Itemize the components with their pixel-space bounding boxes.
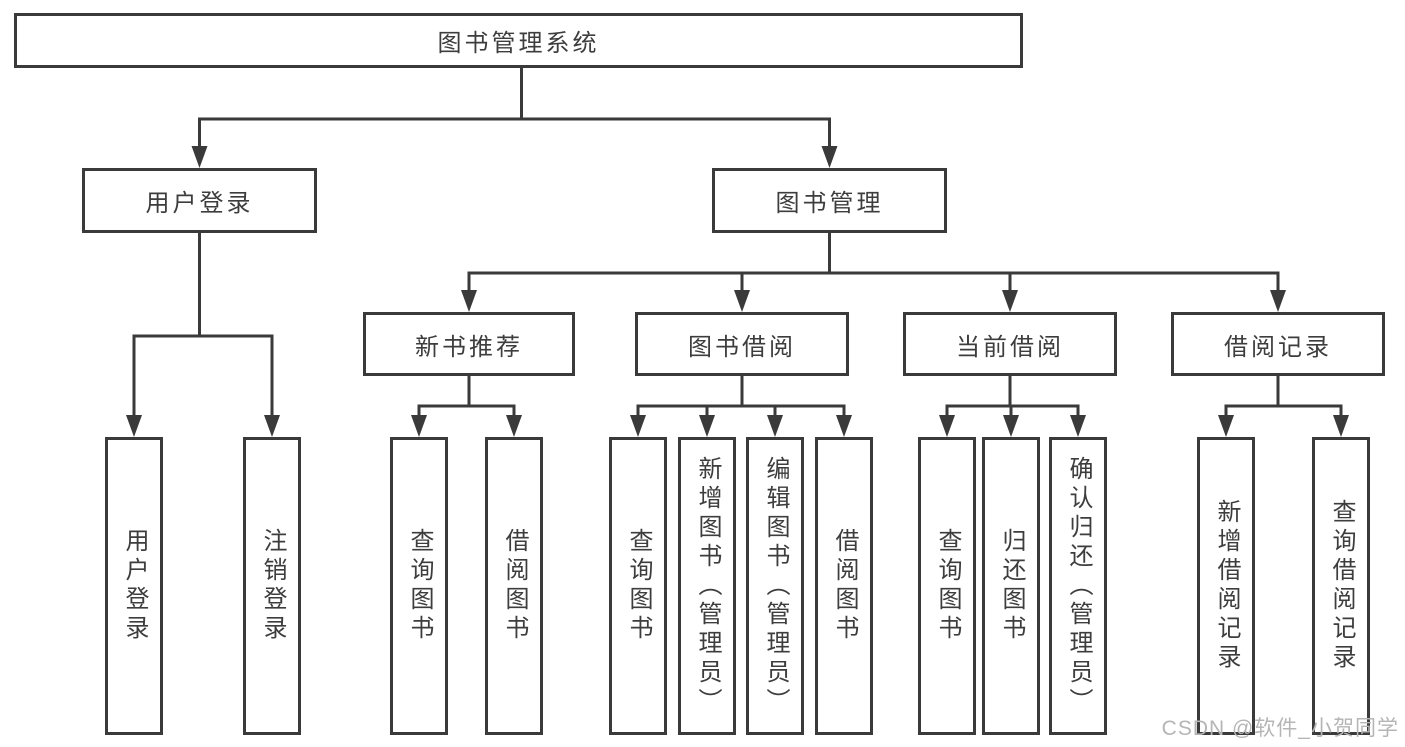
node-current-borrow-label: 当前借阅 (956, 333, 1064, 361)
arrow-down-icon (126, 415, 142, 437)
leaf-recommend-query-book-label: 查询图书 (406, 528, 433, 644)
arrow-down-icon (630, 415, 646, 437)
arrow-down-icon (836, 415, 852, 437)
arrow-down-icon (191, 146, 208, 168)
leaf-records-query-record: 查询借阅记录 (1312, 437, 1370, 735)
leaf-current-confirm-return-admin-label: 确认归还（管理员） (1065, 455, 1092, 717)
node-current-borrow: 当前借阅 (903, 312, 1117, 376)
leaf-borrow-query-book: 查询图书 (609, 437, 667, 735)
arrow-down-icon (699, 415, 715, 437)
arrow-down-icon (939, 415, 955, 437)
arrow-down-icon (1218, 415, 1234, 437)
arrow-down-icon (411, 415, 427, 437)
leaf-user-login-label: 用户登录 (121, 528, 148, 644)
node-book-management: 图书管理 (712, 168, 947, 233)
arrow-down-icon (734, 290, 750, 312)
arrow-down-icon (821, 146, 838, 168)
leaf-current-query-book: 查询图书 (918, 437, 976, 735)
node-user-login: 用户登录 (82, 168, 317, 233)
leaf-borrow-borrow-book-label: 借阅图书 (831, 528, 858, 644)
leaf-current-return-book-label: 归还图书 (998, 528, 1025, 644)
arrow-down-icon (1002, 290, 1018, 312)
leaf-borrow-edit-book-admin-label: 编辑图书（管理员） (762, 455, 789, 717)
node-new-book-recommend: 新书推荐 (363, 312, 575, 376)
node-book-borrow: 图书借阅 (635, 312, 849, 376)
leaf-logout: 注销登录 (243, 437, 301, 735)
leaf-user-login: 用户登录 (105, 437, 163, 735)
arrow-down-icon (1070, 415, 1086, 437)
leaf-records-add-record: 新增借阅记录 (1197, 437, 1255, 735)
leaf-borrow-query-book-label: 查询图书 (625, 528, 652, 644)
node-book-management-label: 图书管理 (775, 190, 884, 217)
csdn-watermark: CSDN @软件_小贺同学 (1161, 717, 1399, 740)
leaf-borrow-add-book-admin: 新增图书（管理员） (678, 437, 736, 735)
node-new-book-recommend-label: 新书推荐 (415, 333, 523, 361)
arrow-down-icon (461, 290, 477, 312)
arrow-down-icon (1003, 415, 1019, 437)
leaf-recommend-query-book: 查询图书 (390, 437, 448, 735)
leaf-borrow-edit-book-admin: 编辑图书（管理员） (746, 437, 804, 735)
arrow-down-icon (506, 415, 522, 437)
leaf-current-return-book: 归还图书 (982, 437, 1040, 735)
node-root-label: 图书管理系统 (437, 30, 600, 57)
leaf-recommend-borrow-book: 借阅图书 (485, 437, 543, 735)
arrow-down-icon (1270, 290, 1286, 312)
arrow-down-icon (1333, 415, 1349, 437)
arrow-down-icon (264, 415, 280, 437)
arrow-down-icon (767, 415, 783, 437)
leaf-recommend-borrow-book-label: 借阅图书 (501, 528, 528, 644)
leaf-records-query-record-label: 查询借阅记录 (1328, 499, 1355, 673)
leaf-borrow-add-book-admin-label: 新增图书（管理员） (694, 455, 721, 717)
node-borrow-records-label: 借阅记录 (1224, 333, 1332, 361)
node-root: 图书管理系统 (14, 13, 1023, 68)
leaf-current-query-book-label: 查询图书 (934, 528, 961, 644)
node-borrow-records: 借阅记录 (1171, 312, 1385, 376)
leaf-records-add-record-label: 新增借阅记录 (1213, 499, 1240, 673)
leaf-borrow-borrow-book: 借阅图书 (815, 437, 873, 735)
leaf-logout-label: 注销登录 (259, 528, 286, 644)
node-user-login-label: 用户登录 (145, 190, 254, 217)
node-book-borrow-label: 图书借阅 (688, 333, 796, 361)
leaf-current-confirm-return-admin: 确认归还（管理员） (1049, 437, 1107, 735)
